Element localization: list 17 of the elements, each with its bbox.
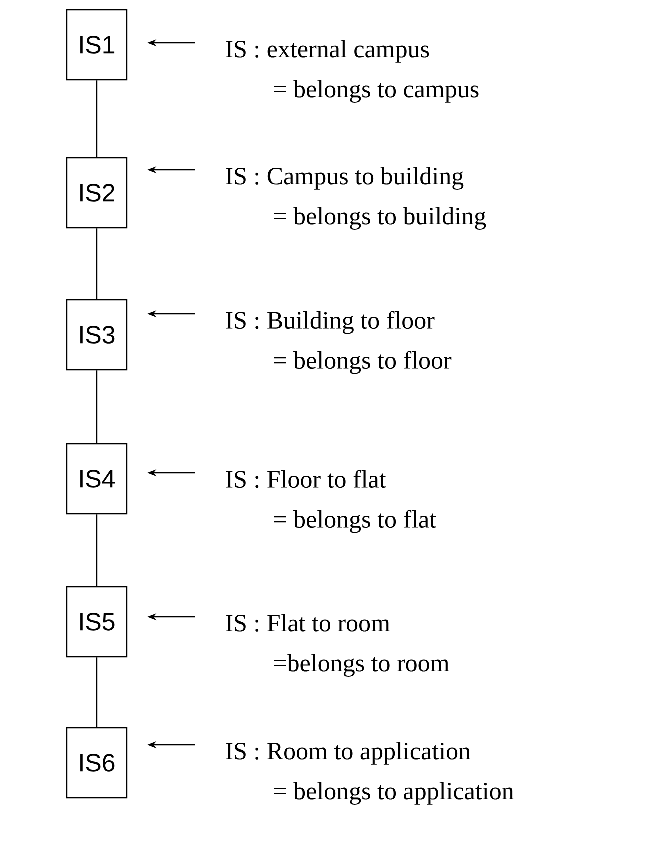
connector-line (96, 514, 98, 586)
process-box: IS4 (66, 443, 128, 515)
description-text: IS : external campus = belongs to campus (226, 40, 479, 103)
connector-line (96, 658, 98, 728)
description-text: IS : Room to application = belongs to application (226, 742, 514, 805)
process-box: IS5 (66, 586, 128, 658)
process-box: IS2 (66, 157, 128, 229)
connector-line (96, 228, 98, 300)
description-text: IS : Flat to room =belongs to room (226, 614, 450, 677)
description-text: IS : Floor to flat = belongs to flat (226, 470, 436, 534)
connector-line (96, 80, 98, 158)
description-text: IS : Building to floor = belongs to floor (226, 311, 452, 374)
process-box: IS6 (66, 727, 128, 799)
description-text: IS : Campus to building = belongs to building (226, 167, 486, 230)
connector-line (96, 370, 98, 444)
process-box: IS1 (66, 9, 128, 81)
process-box: IS3 (66, 299, 128, 371)
